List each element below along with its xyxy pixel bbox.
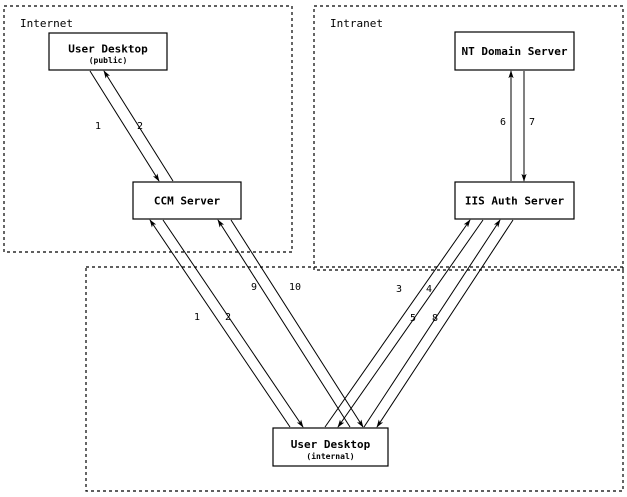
- flow-step-label-flow-9: 9: [251, 282, 257, 293]
- flow-step-label-flow-2-internal: 2: [225, 312, 231, 323]
- flow-step-label-flow-4: 4: [426, 284, 432, 295]
- flow-step-label-flow-2-public: 2: [137, 121, 143, 132]
- flow-step-label-flow-1-internal: 1: [194, 312, 200, 323]
- zone-boundary-intranet: [313, 5, 624, 271]
- node-sublabel-user-desktop-public: (public): [89, 55, 128, 65]
- flow-line-flow-5: [363, 219, 501, 428]
- node-label-iis-auth-server: IIS Auth Server: [465, 195, 565, 208]
- node-label-user-desktop-internal: User Desktop: [291, 438, 371, 451]
- flow-step-label-flow-1-public: 1: [95, 121, 101, 132]
- flow-step-label-flow-7: 7: [529, 117, 535, 128]
- flow-line-flow-8: [376, 219, 514, 428]
- flow-line-flow-2-public: [103, 70, 174, 182]
- node-box-user-desktop-public[interactable]: [48, 32, 168, 71]
- flow-line-flow-2-internal: [162, 219, 304, 428]
- flow-line-flow-4: [337, 219, 484, 428]
- zone-label-intranet: Intranet: [330, 17, 383, 30]
- node-label-ccm-server: CCM Server: [154, 195, 221, 208]
- flow-step-label-flow-10: 10: [289, 282, 301, 293]
- node-box-iis-auth-server[interactable]: [454, 181, 575, 220]
- node-box-user-desktop-internal[interactable]: [272, 427, 389, 467]
- node-label-nt-domain-server: NT Domain Server: [462, 45, 568, 58]
- zone-boundary-internet: [3, 5, 293, 253]
- flow-line-flow-9: [217, 219, 351, 428]
- flow-line-flow-1-public: [89, 70, 160, 182]
- zone-boundaries: Internet Intranet: [3, 5, 624, 492]
- flow-step-label-flow-5: 5: [410, 313, 416, 324]
- node-box-nt-domain-server[interactable]: [454, 31, 575, 71]
- flow-line-flow-1-internal: [149, 219, 291, 428]
- zone-label-internet: Internet: [20, 17, 73, 30]
- flow-step-label-flow-6: 6: [500, 117, 506, 128]
- node-box-ccm-server[interactable]: [132, 181, 242, 220]
- flow-step-label-flow-8: 8: [432, 313, 438, 324]
- zone-boundary-internal: [85, 266, 624, 492]
- flow-line-flow-10: [230, 219, 364, 428]
- node-sublabel-user-desktop-internal: (internal): [306, 451, 354, 461]
- flow-step-label-flow-3: 3: [396, 284, 402, 295]
- flow-step-labels: 1 2 1 2 9 10 3 4 5 8 6 7: [95, 117, 535, 324]
- flow-arrows: [89, 70, 527, 428]
- flow-line-flow-3: [324, 219, 471, 428]
- node-label-user-desktop-public: User Desktop: [68, 43, 148, 56]
